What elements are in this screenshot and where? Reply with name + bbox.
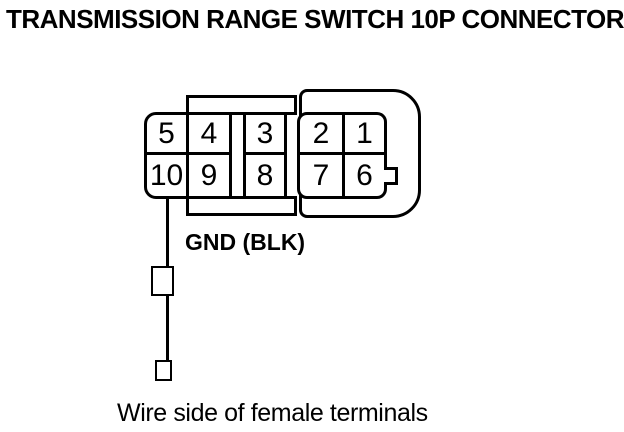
gnd-wire-terminal-symbol-lower [155,360,172,381]
pin-6: 6 [356,158,373,192]
pin-8: 8 [256,158,274,192]
gnd-wire-lower-segment [166,294,169,361]
diagram-title: TRANSMISSION RANGE SWITCH 10P CONNECTOR [6,4,624,34]
pin-2: 2 [300,115,345,155]
pin-5: 5 [147,115,186,155]
pin-section-mid-right: 3 8 [243,112,287,199]
pin-section-mid-left: 4 9 [186,112,232,199]
pin-10: 10 [149,158,184,192]
diagram-caption: Wire side of female terminals [117,399,428,427]
gnd-wire-label: GND (BLK) [185,229,306,255]
connector-top-tab [186,95,297,115]
pin-3: 3 [246,115,284,155]
pin-9: 9 [200,158,218,192]
pin6-keying-tab [384,167,398,185]
connector-bottom-tab [186,196,297,216]
pin-1: 1 [345,115,384,155]
gnd-wire-terminal-symbol-upper [151,266,174,296]
pin-4: 4 [189,115,229,155]
gnd-wire-upper-segment [166,197,169,267]
pin-7: 7 [300,155,345,196]
pin-section-left: 5 10 [144,112,189,199]
pin-section-right: 2 1 7 6 [297,112,387,199]
